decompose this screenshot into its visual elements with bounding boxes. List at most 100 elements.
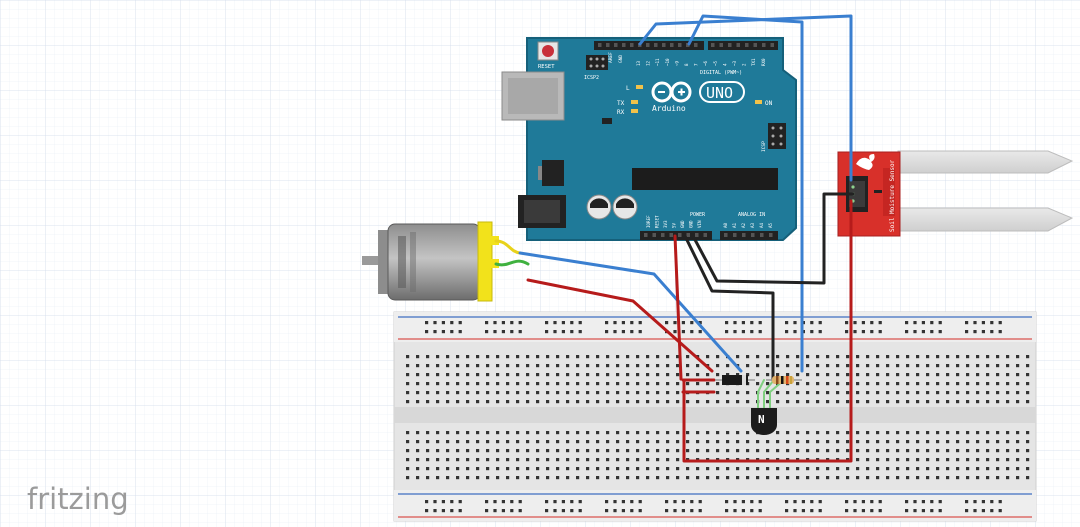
breadboard-hole[interactable] [896,476,900,480]
breadboard-hole[interactable] [496,373,500,377]
breadboard-hole[interactable] [706,449,710,453]
breadboard-hole[interactable] [576,476,580,480]
breadboard-hole[interactable] [516,476,520,480]
breadboard-hole[interactable] [673,500,677,504]
breadboard-hole[interactable] [716,355,720,359]
breadboard-hole[interactable] [906,355,910,359]
breadboard-hole[interactable] [956,449,960,453]
breadboard-hole[interactable] [426,382,430,386]
breadboard-hole[interactable] [446,382,450,386]
breadboard-hole[interactable] [506,449,510,453]
breadboard-hole[interactable] [476,382,480,386]
breadboard-hole[interactable] [938,321,942,325]
breadboard-hole[interactable] [1006,382,1010,386]
breadboard-hole[interactable] [986,449,990,453]
breadboard-hole[interactable] [446,364,450,368]
breadboard-hole[interactable] [818,330,822,334]
breadboard-hole[interactable] [726,400,730,404]
breadboard-hole[interactable] [416,355,420,359]
breadboard-hole[interactable] [726,449,730,453]
breadboard-hole[interactable] [606,355,610,359]
breadboard-hole[interactable] [996,382,1000,386]
breadboard-hole[interactable] [986,391,990,395]
breadboard-hole[interactable] [1026,449,1030,453]
breadboard-hole[interactable] [736,431,740,435]
breadboard-hole[interactable] [726,373,730,377]
breadboard-hole[interactable] [698,500,702,504]
breadboard-hole[interactable] [425,509,429,513]
breadboard-hole[interactable] [736,467,740,471]
breadboard-hole[interactable] [676,391,680,395]
breadboard-hole[interactable] [806,364,810,368]
breadboard-hole[interactable] [476,476,480,480]
breadboard-hole[interactable] [546,449,550,453]
breadboard-hole[interactable] [785,321,789,325]
breadboard-hole[interactable] [926,431,930,435]
breadboard-hole[interactable] [816,400,820,404]
breadboard-hole[interactable] [496,476,500,480]
breadboard-hole[interactable] [630,500,634,504]
breadboard-hole[interactable] [486,449,490,453]
breadboard-hole[interactable] [856,476,860,480]
breadboard-hole[interactable] [936,431,940,435]
breadboard-hole[interactable] [621,500,625,504]
breadboard-hole[interactable] [996,391,1000,395]
breadboard-hole[interactable] [436,467,440,471]
breadboard-hole[interactable] [981,321,985,325]
pin-socket[interactable] [745,43,749,47]
breadboard-hole[interactable] [776,440,780,444]
breadboard-hole[interactable] [836,400,840,404]
breadboard-hole[interactable] [596,467,600,471]
breadboard-hole[interactable] [656,364,660,368]
breadboard-hole[interactable] [870,330,874,334]
breadboard-hole[interactable] [916,355,920,359]
breadboard-hole[interactable] [870,500,874,504]
breadboard[interactable] [393,311,1037,522]
pin-socket[interactable] [652,233,657,237]
breadboard-hole[interactable] [766,382,770,386]
breadboard-hole[interactable] [996,373,1000,377]
breadboard-hole[interactable] [826,391,830,395]
breadboard-hole[interactable] [686,355,690,359]
breadboard-hole[interactable] [766,355,770,359]
breadboard-hole[interactable] [458,500,462,504]
breadboard-hole[interactable] [676,382,680,386]
breadboard-hole[interactable] [476,400,480,404]
breadboard-hole[interactable] [886,476,890,480]
breadboard-hole[interactable] [696,449,700,453]
breadboard-hole[interactable] [576,391,580,395]
breadboard-hole[interactable] [545,321,549,325]
breadboard-hole[interactable] [785,330,789,334]
breadboard-hole[interactable] [846,400,850,404]
breadboard-hole[interactable] [466,476,470,480]
breadboard-hole[interactable] [746,391,750,395]
breadboard-hole[interactable] [416,364,420,368]
breadboard-hole[interactable] [456,449,460,453]
breadboard-hole[interactable] [416,449,420,453]
breadboard-hole[interactable] [526,373,530,377]
breadboard-hole[interactable] [616,400,620,404]
breadboard-hole[interactable] [736,440,740,444]
breadboard-hole[interactable] [656,391,660,395]
breadboard-hole[interactable] [936,373,940,377]
breadboard-hole[interactable] [466,391,470,395]
breadboard-hole[interactable] [986,382,990,386]
breadboard-hole[interactable] [556,476,560,480]
breadboard-hole[interactable] [876,467,880,471]
breadboard-hole[interactable] [406,476,410,480]
breadboard-hole[interactable] [576,458,580,462]
breadboard-hole[interactable] [876,400,880,404]
breadboard-hole[interactable] [630,330,634,334]
breadboard-hole[interactable] [706,431,710,435]
breadboard-hole[interactable] [666,476,670,480]
breadboard-hole[interactable] [545,330,549,334]
breadboard-hole[interactable] [441,509,445,513]
breadboard-hole[interactable] [666,364,670,368]
breadboard-hole[interactable] [605,500,609,504]
breadboard-hole[interactable] [556,373,560,377]
pin-socket[interactable] [678,233,682,237]
breadboard-hole[interactable] [870,509,874,513]
breadboard-hole[interactable] [613,321,617,325]
breadboard-hole[interactable] [741,321,745,325]
breadboard-hole[interactable] [526,431,530,435]
